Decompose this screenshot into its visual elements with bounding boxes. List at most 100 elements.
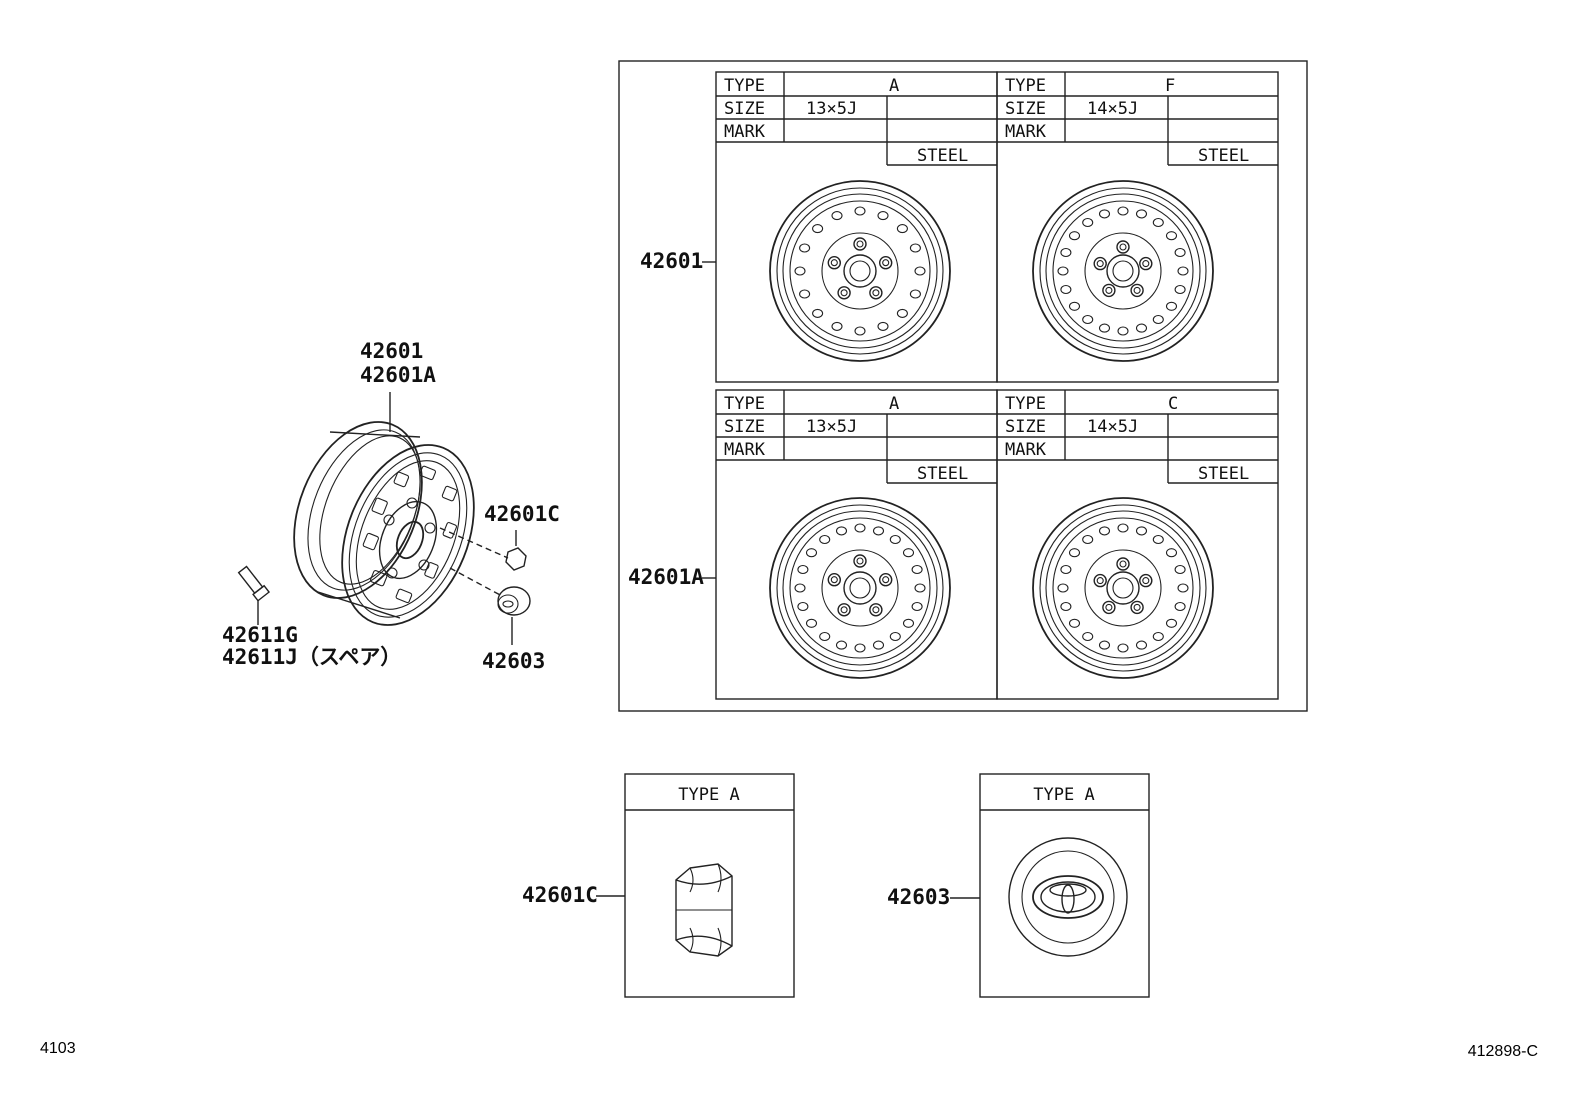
- lug-nut-center: [830, 259, 838, 267]
- vent-hole: [1152, 631, 1164, 642]
- callout-42601a: 42601A: [360, 363, 436, 387]
- vent-hole: [889, 534, 901, 545]
- vent-hole: [896, 224, 908, 234]
- lug-nut: [1093, 573, 1107, 588]
- vent-hole: [1060, 564, 1072, 575]
- vent-hole: [877, 321, 889, 331]
- lug-nut-center: [856, 557, 864, 565]
- lug-nut: [837, 286, 851, 300]
- vent-hole: [1117, 206, 1129, 216]
- vent-hole: [799, 243, 811, 253]
- lug-nut-center: [830, 576, 838, 584]
- lug-nut-center: [1142, 577, 1150, 585]
- vent-hole: [794, 583, 806, 593]
- lug-nut: [869, 603, 883, 617]
- mark-label: MARK: [724, 122, 766, 142]
- vent-hole: [1082, 217, 1094, 228]
- vent-hole: [805, 548, 818, 558]
- vent-hole: [902, 618, 915, 628]
- vent-hole: [911, 564, 923, 575]
- callout-42611j: 42611J（スペア）: [222, 645, 401, 669]
- size-label: SIZE: [1005, 99, 1046, 119]
- lug-nut: [1116, 240, 1130, 254]
- vent-hole: [1098, 323, 1111, 333]
- vent-hole: [1068, 618, 1081, 628]
- vent-hole: [1117, 523, 1129, 533]
- vent-hole: [831, 211, 843, 221]
- lug-nut-center: [1133, 603, 1141, 611]
- wheel-cell-3: TYPE SIZE MARK C 14×5J STEEL: [996, 389, 1279, 700]
- vent-hole: [909, 243, 921, 253]
- wheel-drawing-c-14: [1032, 497, 1214, 679]
- lug-nut-center: [882, 259, 890, 267]
- lug-nut-center: [840, 289, 848, 297]
- vent-hole: [1060, 284, 1072, 295]
- lug-nut: [827, 255, 841, 270]
- vent-hole: [1057, 266, 1069, 276]
- vent-hole: [805, 618, 818, 628]
- row-label-42601a: 42601A: [628, 565, 704, 589]
- row-label-42601: 42601: [640, 249, 703, 273]
- vent-hole: [1152, 534, 1164, 545]
- type-label: TYPE: [1005, 76, 1046, 96]
- vent-hole: [1135, 640, 1148, 650]
- material-label: STEEL: [1198, 464, 1249, 484]
- lug-nut-center: [840, 606, 848, 614]
- vent-hole: [1082, 534, 1094, 545]
- vent-hole: [902, 548, 915, 558]
- size-label: SIZE: [724, 417, 765, 437]
- vent-hole: [1068, 301, 1081, 311]
- lug-nut: [879, 255, 893, 270]
- vent-hole: [1060, 247, 1072, 258]
- callout-42603: 42603: [482, 649, 545, 673]
- vent-hole: [812, 308, 824, 318]
- vent-hole: [797, 601, 809, 612]
- detail-title: TYPE A: [1033, 785, 1094, 805]
- detail-box-nut: TYPE A 42601C: [522, 773, 795, 998]
- vent-hole: [1098, 526, 1111, 536]
- vent-hole: [911, 601, 923, 612]
- vent-hole: [914, 583, 926, 593]
- vent-hole: [835, 526, 848, 536]
- wheel-cell-1: TYPE SIZE MARK F 14×5J STEEL: [996, 71, 1279, 383]
- lug-nut: [879, 572, 893, 587]
- lug-nut-center: [856, 240, 864, 248]
- callout-42601c-detail: 42601C: [522, 883, 598, 907]
- vent-hole: [1068, 548, 1081, 558]
- vent-hole: [1068, 231, 1081, 241]
- vent-hole: [889, 631, 901, 642]
- type-value: F: [1165, 76, 1175, 96]
- vent-hole: [797, 564, 809, 575]
- vent-hole: [1135, 323, 1148, 333]
- vent-hole: [1174, 284, 1186, 295]
- vent-hole: [1152, 217, 1164, 228]
- lug-nut: [1139, 573, 1153, 588]
- type-label: TYPE: [1005, 394, 1046, 414]
- vent-hole: [1117, 643, 1129, 653]
- vent-hole: [799, 289, 811, 299]
- vent-hole: [1135, 526, 1148, 536]
- size-value: 13×5J: [806, 99, 857, 119]
- wheel-drawing-a-13: [769, 180, 951, 362]
- lug-nut-center: [1096, 260, 1104, 268]
- lug-nut-center: [882, 576, 890, 584]
- vent-hole: [819, 534, 831, 545]
- wheel-drawing-f-14: [1032, 180, 1214, 362]
- vent-hole: [794, 266, 806, 276]
- type-value: A: [889, 76, 899, 96]
- lug-nut: [853, 554, 867, 568]
- vent-hole: [819, 631, 831, 642]
- lug-nut: [1093, 256, 1107, 271]
- vent-hole: [896, 308, 908, 318]
- footer-right-code: 412898-C: [1468, 1043, 1538, 1060]
- detail-box-cap: TYPE A 42603: [887, 773, 1150, 998]
- size-value: 14×5J: [1087, 417, 1138, 437]
- lug-nut: [1130, 600, 1144, 615]
- mark-label: MARK: [724, 440, 766, 460]
- type-label: TYPE: [724, 394, 765, 414]
- wheel-cell-0: TYPE SIZE MARK A 13×5J STEEL: [715, 71, 998, 383]
- detail-title: TYPE A: [678, 785, 739, 805]
- vent-hole: [1082, 631, 1094, 642]
- vent-hole: [831, 321, 843, 331]
